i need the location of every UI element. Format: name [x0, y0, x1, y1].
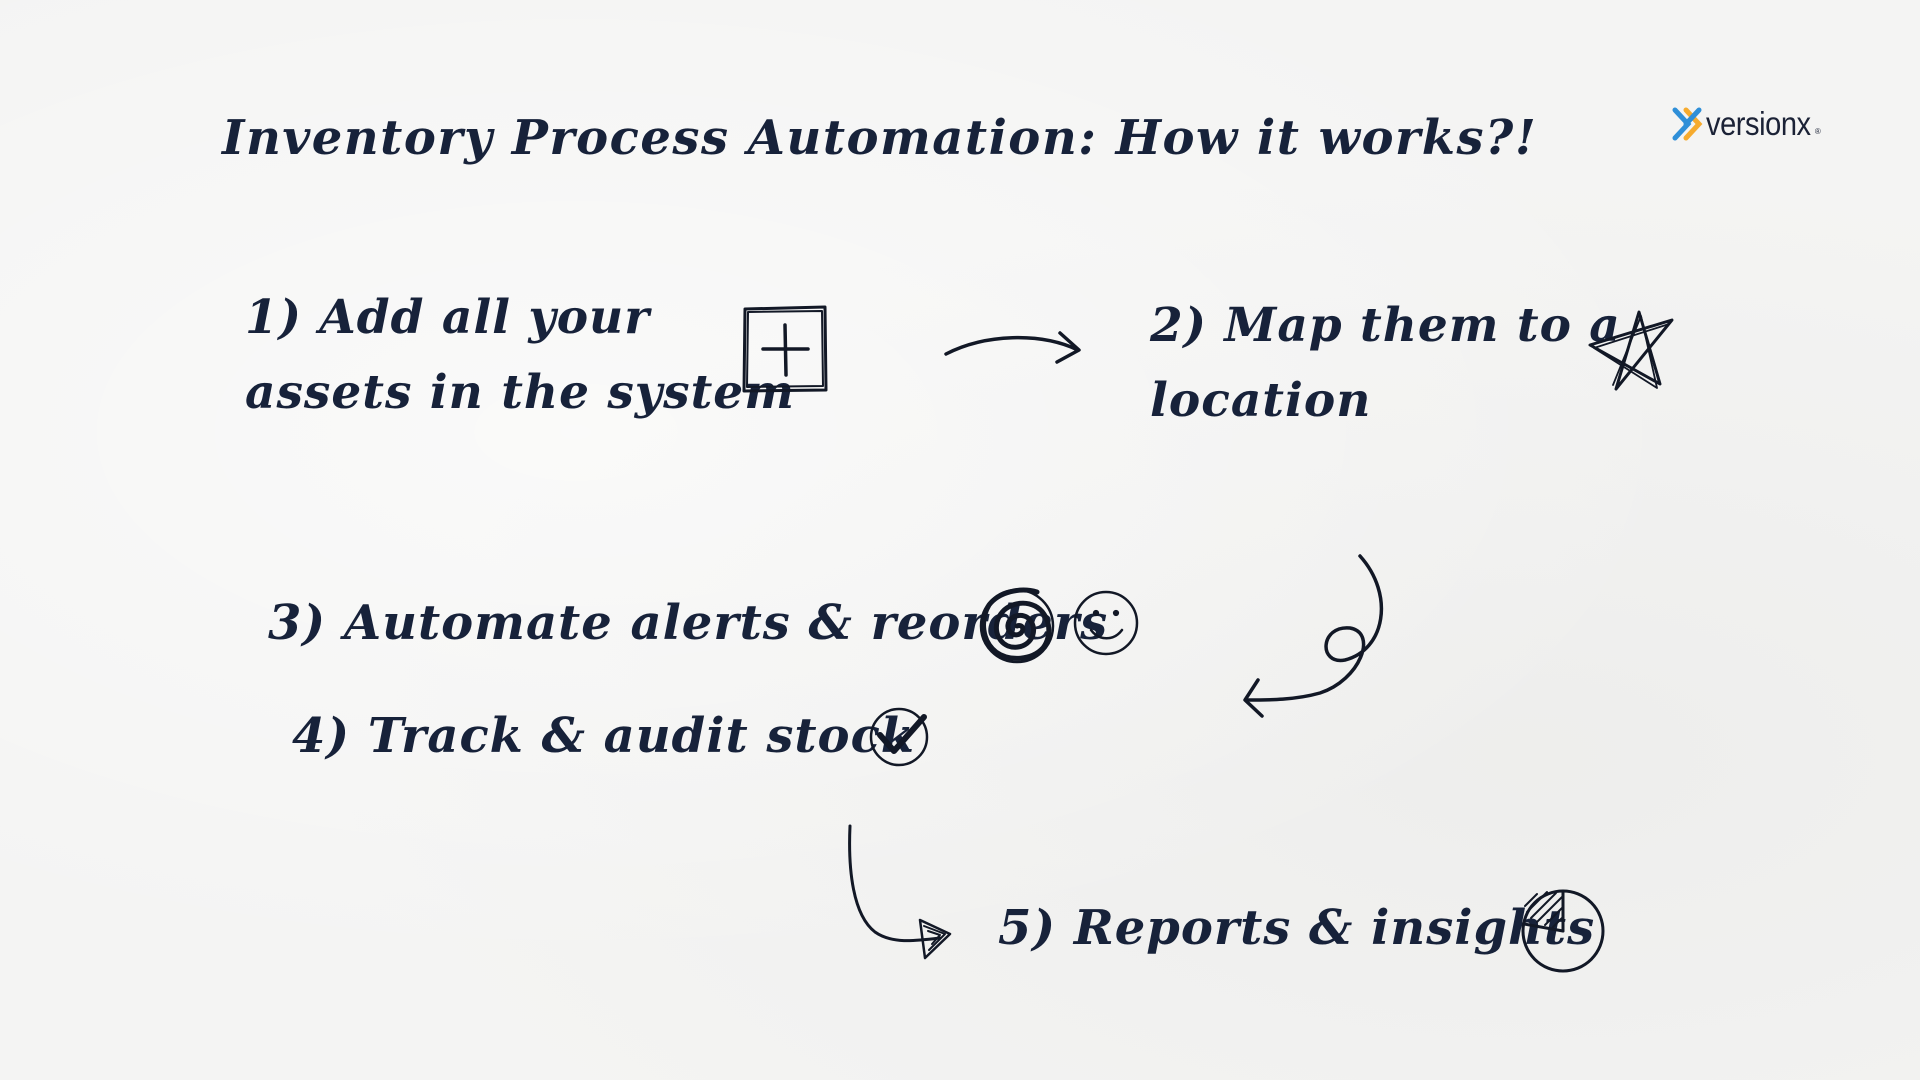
checkmark-circle-icon: [869, 707, 929, 767]
spiral-icon: [979, 587, 1055, 664]
logo-wordmark: versionx: [1706, 105, 1811, 142]
step-1-line-1: 1) Add all your: [245, 290, 650, 345]
logo-registered-mark: ®: [1814, 126, 1821, 136]
smiley-icon: [1073, 590, 1139, 656]
step-4-text: 4) Track & audit stock: [292, 708, 916, 764]
step-5-text: 5) Reports & insights: [998, 900, 1596, 956]
step-2-line-1: 2) Map them to a: [1150, 298, 1621, 353]
plus-box-icon: [742, 305, 828, 393]
loop-arrow-step2-to-step3-icon: [1243, 554, 1384, 718]
arrow-step1-to-step2-icon: [944, 331, 1081, 364]
pie-chart-icon: [1521, 889, 1605, 973]
step-1-line-2: assets in the system: [245, 365, 795, 420]
versionx-logo-icon: [1672, 107, 1703, 141]
brand-logo: versionx ®: [1672, 104, 1821, 144]
star-icon: [1588, 310, 1674, 391]
step-3-text: 3) Automate alerts & reorders: [268, 595, 1109, 651]
step-2-line-2: location: [1150, 373, 1372, 428]
page-title: Inventory Process Automation: How it wor…: [222, 110, 1538, 166]
arrow-step4-to-step5-icon: [848, 824, 952, 960]
